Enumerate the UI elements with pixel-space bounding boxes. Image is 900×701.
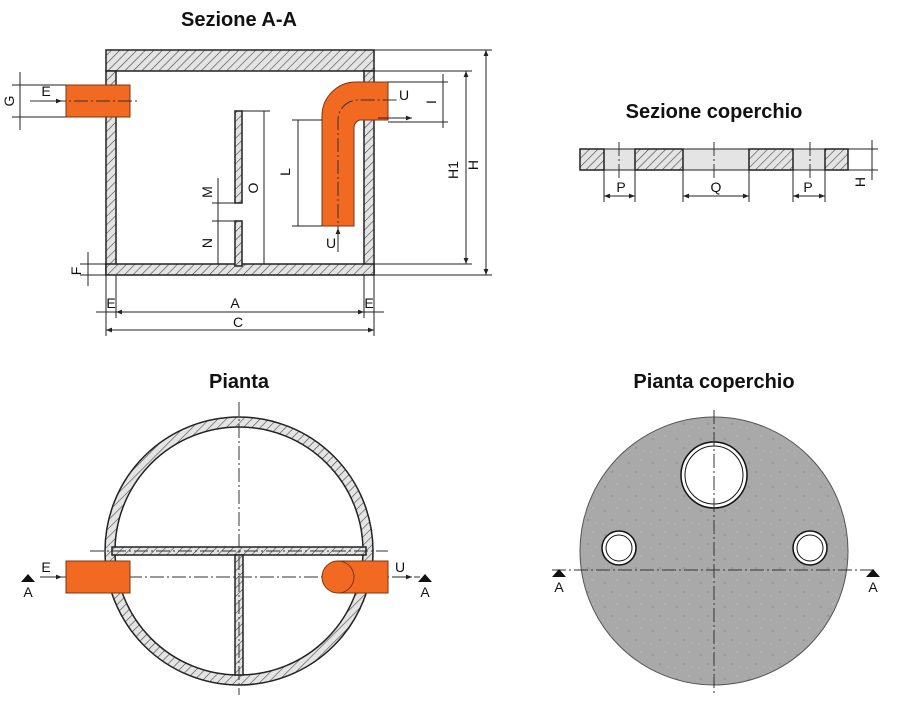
lid-section-mark-left: A — [554, 579, 564, 595]
baffle-lower — [234, 220, 243, 267]
dim-O: O — [245, 182, 261, 193]
section-arrow-left-icon — [21, 574, 35, 582]
dim-E-left: E — [106, 295, 115, 311]
baffle-upper — [234, 110, 243, 204]
plan-inlet-label: E — [41, 559, 50, 575]
dim-H1: H1 — [445, 161, 461, 179]
plan-inlet-pipe — [65, 560, 131, 594]
section-arrow-right-icon — [418, 574, 432, 582]
lid-seg-2 — [634, 148, 684, 171]
lid-seg-4 — [824, 148, 849, 171]
plan-view: Pianta E U A A — [21, 371, 432, 695]
dim-C: C — [233, 314, 243, 330]
lid-inspection-hole-right — [792, 530, 828, 566]
lid-section-arrow-right-icon — [866, 569, 880, 577]
outlet-pipe — [321, 81, 389, 227]
section-view: Sezione A-A E U U G I H1 — [1, 9, 492, 336]
inlet-label: E — [41, 83, 50, 99]
lid-section-title: Sezione coperchio — [626, 101, 803, 123]
lid-section-mark-right: A — [868, 579, 878, 595]
dim-F: F — [68, 267, 84, 276]
outlet-axis — [337, 99, 400, 240]
tank-top-slab — [105, 49, 375, 72]
lid-plan-view: Pianta coperchio A A — [552, 371, 880, 695]
dim-L: L — [277, 168, 293, 176]
dim-A: A — [230, 295, 240, 311]
lid-seg-1 — [579, 148, 605, 171]
plan-title: Pianta — [209, 371, 270, 393]
dim-I: I — [423, 100, 439, 104]
section-mark-left: A — [23, 584, 33, 600]
dim-P-left: P — [616, 179, 625, 195]
dim-Q: Q — [711, 179, 722, 195]
lid-section-arrow-left-icon — [552, 569, 566, 577]
dim-E-right: E — [364, 295, 373, 311]
plan-outlet-label: U — [395, 559, 405, 575]
outlet-inflow-label: U — [326, 235, 336, 251]
lid-seg-3 — [748, 148, 794, 171]
outlet-label: U — [399, 87, 409, 103]
lid-section-view: Sezione coperchio P Q P H — [579, 101, 878, 202]
section-title: Sezione A-A — [181, 9, 297, 31]
lid-plan-title: Pianta coperchio — [633, 371, 794, 393]
section-mark-right: A — [420, 584, 430, 600]
dim-P-right: P — [803, 179, 812, 195]
dim-G: G — [1, 96, 17, 107]
dim-lid-H: H — [852, 177, 868, 187]
plan-outlet-riser — [321, 560, 355, 594]
dim-H: H — [465, 160, 481, 170]
lid-inspection-hole-left — [601, 530, 637, 566]
dim-N: N — [199, 238, 215, 248]
dim-M: M — [199, 186, 215, 198]
